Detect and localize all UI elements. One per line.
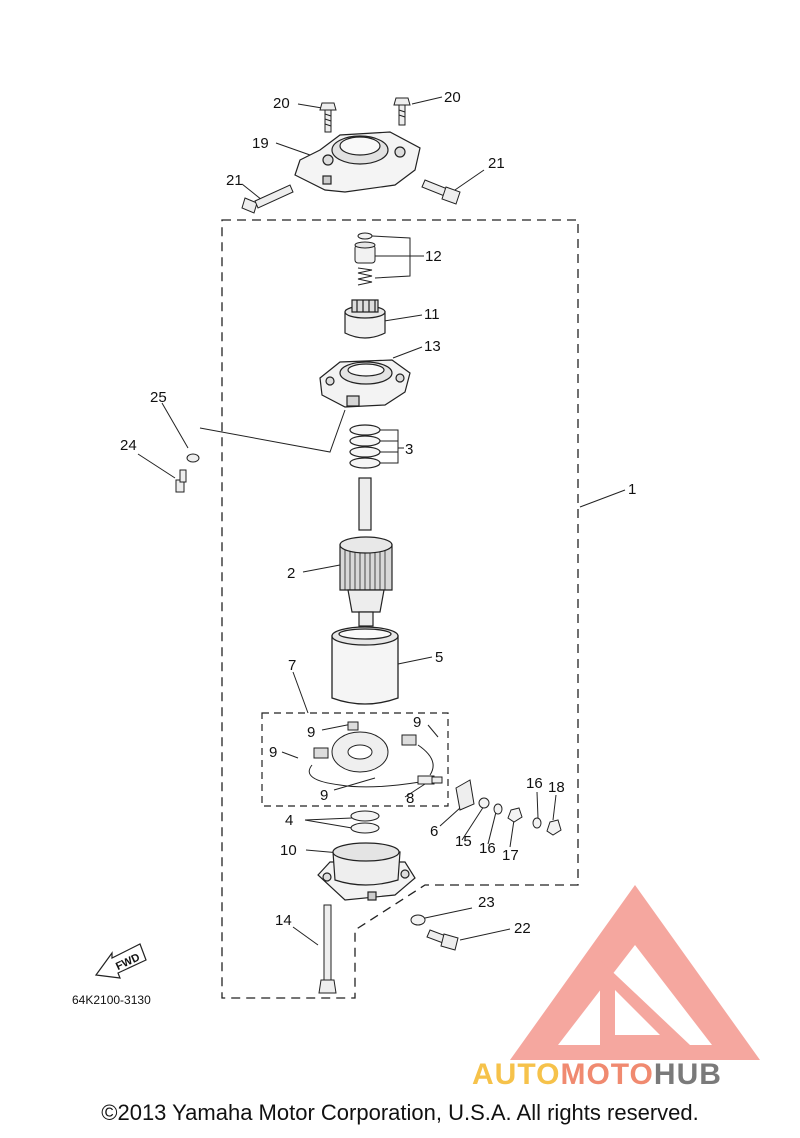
washer-25 (186, 453, 200, 463)
label-16: 16 (526, 775, 543, 792)
label-19: 19 (252, 135, 269, 152)
nut-18 (546, 819, 562, 836)
automotohub-logo (510, 885, 760, 1060)
brush-holder-group-box (261, 712, 449, 807)
label-9: 9 (320, 787, 328, 804)
assembly-boundary (221, 219, 579, 999)
washer-15 (478, 797, 490, 809)
label-1: 1 (628, 481, 636, 498)
label-24: 24 (120, 437, 137, 454)
washer-16 (493, 803, 503, 815)
label-21: 21 (226, 172, 243, 189)
armature-2 (339, 477, 393, 627)
nut-17 (507, 807, 523, 823)
through-bolt-14 (318, 904, 337, 994)
label-9: 9 (307, 724, 315, 741)
label-16: 16 (479, 840, 496, 857)
bolt-22 (426, 929, 459, 951)
bracket-13 (319, 359, 411, 408)
yoke-5 (331, 626, 399, 705)
label-17: 17 (502, 847, 519, 864)
bolt-21-right (421, 179, 461, 205)
label-2: 2 (287, 565, 295, 582)
label-12: 12 (425, 248, 442, 265)
label-7: 7 (288, 657, 296, 674)
brand-moto: MOTO (560, 1058, 654, 1091)
label-8: 8 (406, 790, 414, 807)
label-13: 13 (424, 338, 441, 355)
brand-auto: AUTO (472, 1058, 561, 1091)
label-15: 15 (455, 833, 472, 850)
label-14: 14 (275, 912, 292, 929)
part-labels: 20 20 19 21 21 12 11 13 25 24 3 1 2 5 7 … (72, 89, 636, 1007)
label-20: 20 (444, 89, 461, 106)
label-18: 18 (548, 779, 565, 796)
label-11: 11 (424, 306, 440, 323)
washer-set-3 (349, 424, 381, 469)
label-25: 25 (150, 389, 167, 406)
forward-arrow-icon: FWD (94, 943, 147, 979)
label-9: 9 (269, 744, 277, 761)
leader-lines (137, 96, 626, 946)
bolt-21-left (241, 184, 294, 214)
label-3: 3 (405, 441, 413, 458)
label-5: 5 (435, 649, 443, 666)
bolt-20-left (319, 102, 337, 133)
label-20: 20 (273, 95, 290, 112)
label-22: 22 (514, 920, 531, 937)
screw-24 (175, 469, 187, 493)
automotohub-wordmark: AUTOMOTOHUB (472, 1058, 722, 1092)
brush-holder-7 (308, 721, 434, 788)
copyright-notice: ©2013 Yamaha Motor Corporation, U.S.A. A… (101, 1100, 699, 1125)
label-4: 4 (285, 812, 293, 829)
pinion-gear-11 (344, 299, 386, 339)
label-9: 9 (413, 714, 421, 731)
label-23: 23 (478, 894, 495, 911)
label-21: 21 (488, 155, 505, 172)
washer-set-4 (350, 810, 380, 834)
washer-16-b (532, 817, 542, 829)
rear-cover-10 (317, 842, 416, 901)
diagram-code: 64K2100-3130 (72, 993, 151, 1007)
front-bracket (294, 131, 421, 193)
stopper-set-12 (354, 232, 376, 286)
plate-6 (455, 779, 475, 811)
brand-hub: HUB (653, 1058, 722, 1091)
label-10: 10 (280, 842, 297, 859)
terminal-bolt-8 (417, 775, 443, 785)
label-6: 6 (430, 823, 438, 840)
washer-23 (410, 914, 426, 926)
bolt-20-right (393, 97, 411, 126)
